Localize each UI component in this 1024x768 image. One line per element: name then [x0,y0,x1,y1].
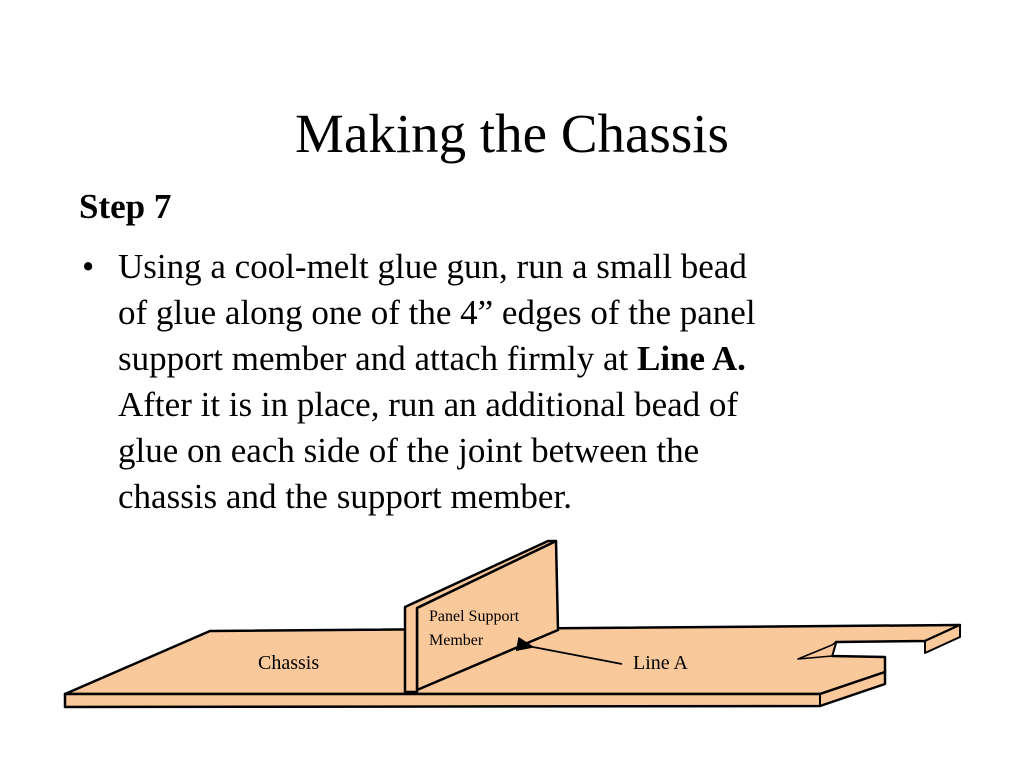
bullet-text: Using a cool-melt glue gun, run a small … [118,244,918,520]
chassis-tab-edge [924,624,961,654]
panel-support-label-1: Panel Support [429,608,520,625]
body-line-3-text: support member and attach firmly at [118,339,638,378]
line-a-emphasis: Line A. [637,339,746,378]
body-line-6: chassis and the support member. [118,477,572,516]
body-line-3: support member and attach firmly at Line… [118,336,918,382]
chassis-notch-edge [797,641,837,660]
line-a-arrow [515,636,623,665]
slide-title: Making the Chassis [295,103,729,164]
line-a-label: Line A [633,652,689,674]
body-line-4: After it is in place, run an additional … [118,385,739,424]
bullet-marker: • [82,247,95,286]
body-line-5: glue on each side of the joint between t… [118,431,700,470]
body-line-2: of glue along one of the 4” edges of the… [118,293,756,332]
panel-support-label-2: Member [429,632,484,649]
body-line-1: Using a cool-melt glue gun, run a small … [118,247,747,286]
chassis-label: Chassis [258,652,319,674]
step-heading: Step 7 [79,187,172,226]
panel-support-edge [403,539,558,694]
